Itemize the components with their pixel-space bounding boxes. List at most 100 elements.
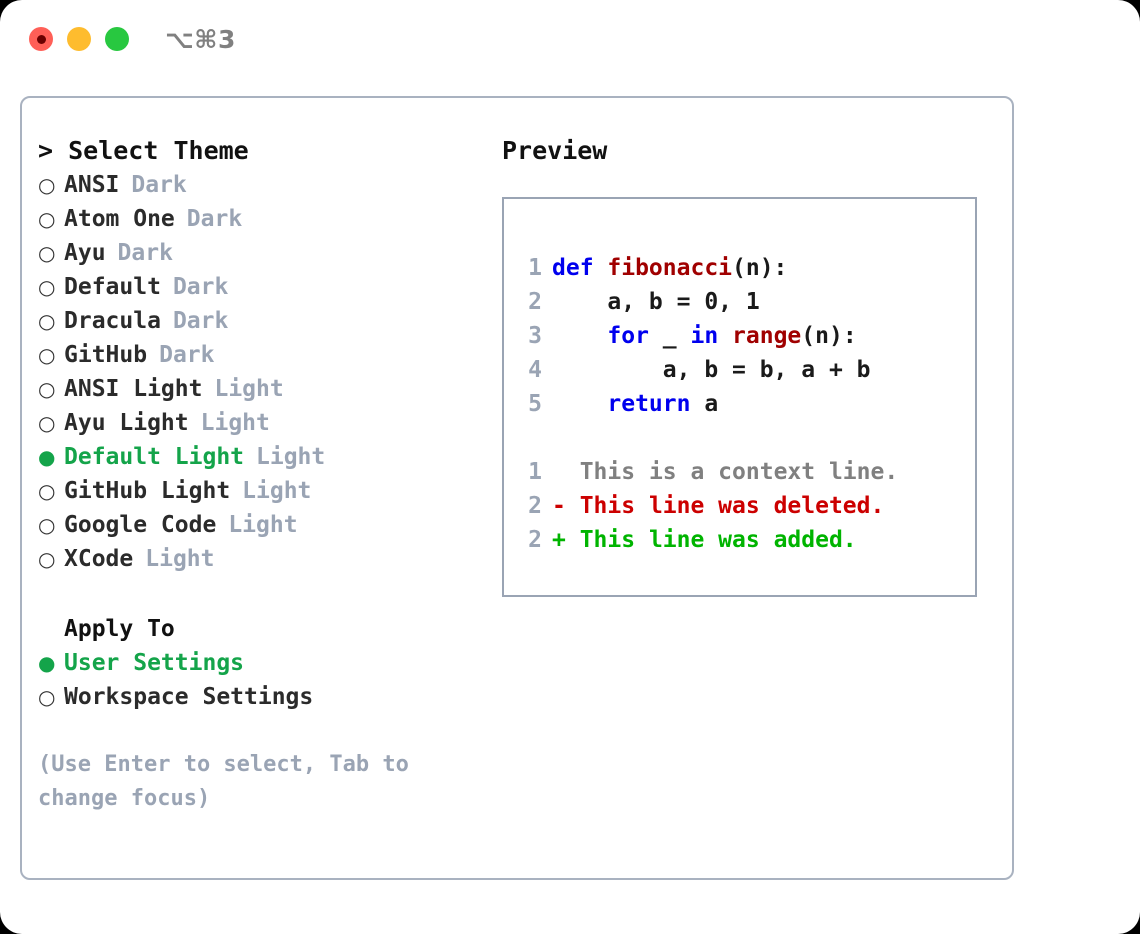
line-number: 4 — [528, 357, 542, 383]
code-token: in — [690, 323, 719, 349]
radio-selected-icon: ● — [38, 651, 56, 675]
line-number: 3 — [528, 323, 542, 349]
theme-option-label: Default — [64, 274, 161, 300]
diff-marker: - — [552, 493, 580, 519]
theme-option-label: Ayu — [64, 240, 106, 266]
select-theme-heading: > Select Theme — [38, 136, 249, 165]
code-token: def — [552, 255, 608, 281]
theme-option-default[interactable]: ○ Default Dark — [38, 270, 468, 304]
theme-mode-badge: Dark — [159, 342, 215, 368]
diff-marker — [552, 459, 580, 485]
radio-unselected-icon: ○ — [38, 207, 56, 231]
apply-to-option-label: User Settings — [64, 650, 245, 676]
apply-to-list[interactable]: ● User Settings ○ Workspace Settings — [38, 646, 468, 714]
keyboard-hint-text: (Use Enter to select, Tab to change focu… — [38, 752, 409, 811]
diff-text: This line was deleted. — [579, 493, 885, 519]
theme-mode-badge: Dark — [117, 240, 173, 266]
theme-option-label: Default Light — [64, 444, 245, 470]
theme-option-label: Dracula — [64, 308, 161, 334]
apply-to-option-workspace-settings[interactable]: ○ Workspace Settings — [38, 680, 468, 714]
line-number: 2 — [528, 493, 542, 519]
theme-mode-badge: Light — [256, 444, 326, 470]
theme-option-label: GitHub Light — [64, 478, 231, 504]
code-line: 2 a, b = 0, 1 — [516, 285, 898, 319]
theme-option-github[interactable]: ○ GitHub Dark — [38, 338, 468, 372]
theme-mode-badge: Light — [200, 410, 270, 436]
theme-option-default-light[interactable]: ● Default Light Light — [38, 440, 468, 474]
theme-mode-badge: Dark — [131, 172, 187, 198]
keyboard-shortcut-label: ⌥⌘3 — [165, 24, 236, 54]
theme-option-ayu[interactable]: ○ Ayu Dark — [38, 236, 468, 270]
theme-mode-badge: Light — [228, 512, 298, 538]
radio-selected-icon: ● — [38, 445, 56, 469]
diff-text: This line was added. — [579, 527, 857, 553]
code-token: _ — [648, 323, 691, 349]
code-blank-line — [516, 421, 898, 455]
line-number: 1 — [528, 459, 542, 485]
theme-mode-badge: Light — [214, 376, 284, 402]
apply-to-option-label: Workspace Settings — [64, 684, 314, 710]
code-line: 5 return a — [516, 387, 898, 421]
code-token: (n): — [801, 323, 857, 349]
radio-unselected-icon: ○ — [38, 241, 56, 265]
code-line: 4 a, b = b, a + b — [516, 353, 898, 387]
window-titlebar: ⌥⌘3 — [0, 0, 1140, 78]
theme-mode-badge: Light — [145, 546, 215, 572]
theme-mode-badge: Dark — [172, 308, 229, 334]
line-number: 2 — [528, 289, 542, 315]
theme-option-label: XCode — [64, 546, 134, 572]
close-button[interactable] — [29, 27, 53, 51]
diff-line: 2- This line was deleted. — [516, 489, 898, 523]
line-number: 1 — [528, 255, 542, 281]
diff-text: This is a context line. — [579, 459, 899, 485]
theme-option-label: Atom One — [64, 206, 175, 232]
code-token: a, b = 0, 1 — [552, 289, 760, 315]
theme-mode-badge: Dark — [186, 206, 243, 232]
close-icon — [36, 34, 46, 44]
theme-mode-badge: Light — [242, 478, 312, 504]
code-token — [552, 391, 607, 417]
theme-mode-badge: Dark — [172, 274, 229, 300]
radio-unselected-icon: ○ — [38, 377, 56, 401]
radio-unselected-icon: ○ — [38, 547, 56, 571]
line-number: 5 — [528, 391, 542, 417]
apply-to-option-user-settings[interactable]: ● User Settings — [38, 646, 468, 680]
theme-option-atom-one[interactable]: ○ Atom One Dark — [38, 202, 468, 236]
radio-unselected-icon: ○ — [38, 685, 56, 709]
theme-option-label: GitHub — [64, 342, 148, 368]
apply-to-heading: Apply To — [64, 616, 175, 642]
radio-unselected-icon: ○ — [38, 343, 56, 367]
code-line: 3 for _ in range(n): — [516, 319, 898, 353]
radio-unselected-icon: ○ — [38, 513, 56, 537]
window-controls — [29, 27, 129, 51]
minimize-button[interactable] — [67, 27, 91, 51]
code-token — [718, 323, 732, 349]
code-token: (n): — [732, 255, 788, 281]
diff-marker: + — [552, 527, 580, 553]
radio-unselected-icon: ○ — [38, 275, 56, 299]
theme-option-xcode[interactable]: ○ XCode Light — [38, 542, 468, 576]
radio-unselected-icon: ○ — [38, 411, 56, 435]
code-token — [552, 323, 607, 349]
code-token: return — [607, 391, 691, 417]
theme-option-dracula[interactable]: ○ Dracula Dark — [38, 304, 468, 338]
maximize-button[interactable] — [105, 27, 129, 51]
theme-option-google-code[interactable]: ○ Google Code Light — [38, 508, 468, 542]
theme-option-label: Google Code — [64, 512, 217, 538]
preview-heading: Preview — [502, 136, 608, 165]
line-number: 2 — [528, 527, 542, 553]
diff-line: 1 This is a context line. — [516, 455, 898, 489]
radio-unselected-icon: ○ — [38, 309, 56, 333]
code-token: range — [732, 323, 802, 349]
diff-line: 2 + This line was added. — [516, 523, 898, 557]
